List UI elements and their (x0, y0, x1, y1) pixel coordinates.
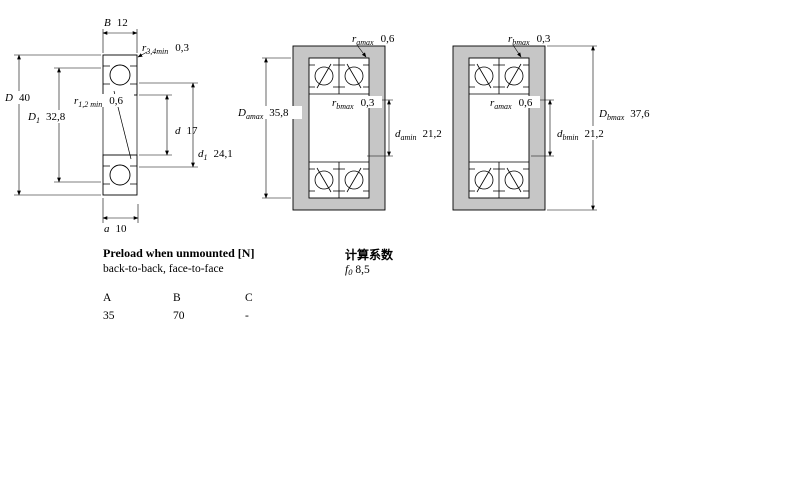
outer-section-bottom (102, 154, 138, 196)
ball-top (109, 64, 131, 86)
preload-value-B: 70 (173, 310, 185, 322)
ball-bottom (109, 164, 131, 186)
leader-ramax (356, 44, 367, 58)
ring-lines (102, 65, 138, 185)
contact-lines-face-to-face (476, 63, 522, 193)
preload-col-B: B (173, 292, 181, 304)
calculation-factors-title: 计算系数 (345, 248, 394, 262)
label-backgrounds (3, 91, 615, 140)
leader-r34 (137, 51, 148, 58)
calculation-factor-f0: f0 8,5 (345, 264, 370, 277)
preload-col-A: A (103, 292, 112, 304)
preload-title: Preload when unmounted [N] (103, 246, 255, 260)
contact-lines-back-to-back (316, 63, 362, 193)
f0-subscript: 0 (348, 267, 353, 277)
back-to-back-arrangement (292, 45, 386, 211)
f0-value: 8,5 (355, 264, 370, 276)
f0-symbol: f (345, 264, 349, 276)
pair-details (309, 58, 369, 198)
face-to-face-arrangement (452, 45, 546, 211)
pair-details (469, 58, 529, 198)
preload-value-A: 35 (103, 310, 115, 322)
face-to-face-dimension-lines (512, 44, 597, 211)
leader-rbmax (512, 44, 522, 58)
left-bearing-cross-section (102, 54, 138, 196)
left-view-dimension-lines (14, 29, 198, 223)
preload-value-C: - (245, 310, 249, 322)
preload-col-C: C (245, 292, 253, 304)
back-to-back-dimension-lines (262, 44, 393, 199)
outer-section-top (102, 54, 138, 96)
preload-subtitle: back-to-back, face-to-face (103, 263, 224, 275)
